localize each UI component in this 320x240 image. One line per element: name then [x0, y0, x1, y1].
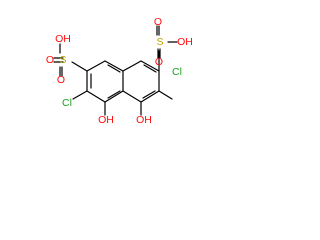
hydroxyl-right-sulfonic: OH	[177, 36, 193, 48]
bond	[104, 90, 124, 103]
chlorine-atom-right: Cl	[172, 66, 182, 78]
molecule-diagram: S O O OH S O O OH Cl Cl OH OH	[46, 16, 193, 126]
oxygen-atom-right-upper: O	[154, 16, 162, 28]
bond	[107, 90, 121, 99]
bond	[104, 60, 124, 72]
bond	[143, 64, 157, 73]
sulfur-atom-left: S	[59, 54, 66, 66]
bond	[142, 90, 156, 99]
bonds	[53, 25, 178, 116]
bond	[86, 90, 106, 103]
bond	[158, 90, 173, 100]
bond	[140, 90, 160, 103]
sulfur-atom-right: S	[156, 36, 163, 48]
atom-labels: S O O OH S O O OH Cl Cl OH OH	[46, 16, 193, 126]
bond	[122, 90, 142, 103]
hydroxyl-lower-left: OH	[98, 114, 114, 126]
bond	[122, 60, 142, 72]
hydroxyl-lower-right: OH	[136, 114, 152, 126]
hydroxyl-left-sulfonic: OH	[55, 33, 71, 45]
bond	[140, 60, 160, 72]
bond	[71, 61, 88, 72]
bond	[72, 90, 88, 100]
bond	[107, 64, 121, 73]
oxygen-atom-left: O	[46, 54, 54, 66]
oxygen-atom-right-lower: O	[155, 56, 163, 68]
bond	[86, 60, 106, 72]
oxygen-atom-left-lower: O	[57, 74, 65, 86]
chlorine-atom-left: Cl	[62, 97, 72, 109]
